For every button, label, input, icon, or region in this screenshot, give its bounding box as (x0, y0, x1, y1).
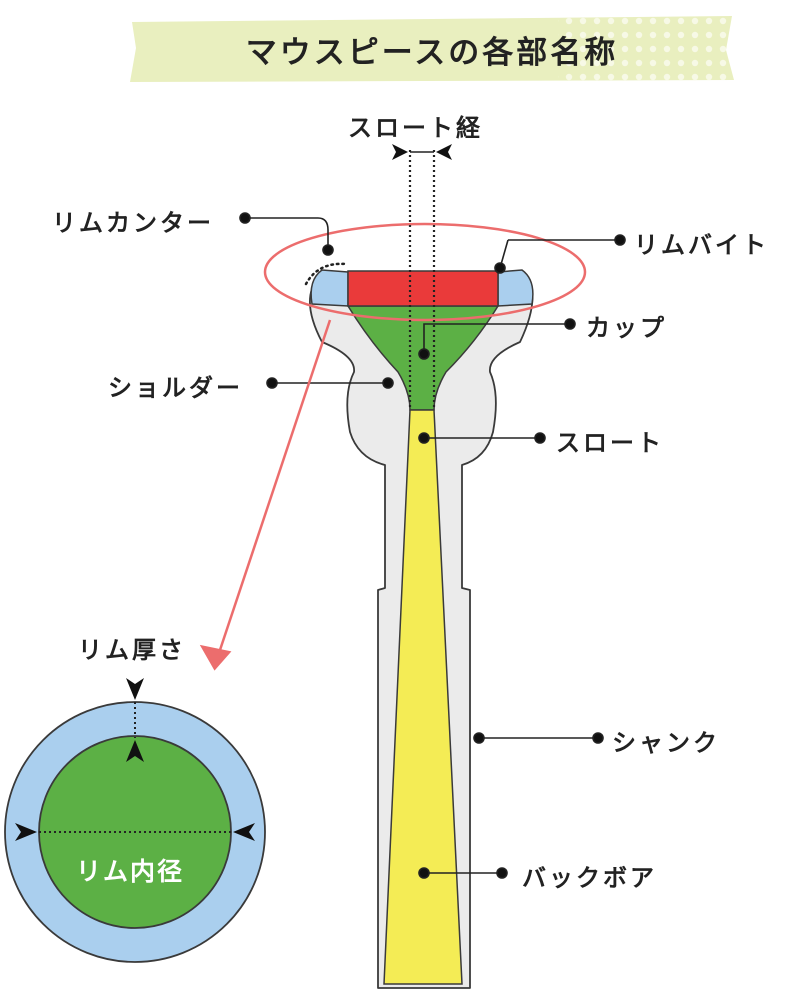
rim-highlight-ellipse (263, 222, 587, 322)
throat-arrow-right (436, 144, 452, 160)
label-shoulder: ショルダー (108, 374, 243, 402)
title-banner (130, 16, 734, 82)
rim-thickness-arrow-bottom (126, 740, 144, 762)
label-throat-diameter: スロート経 (348, 114, 483, 142)
label-throat: スロート (556, 429, 664, 457)
backbore-area (383, 409, 463, 985)
cross-section-pointer-arrow (216, 319, 332, 657)
inner-diameter-arrow-right (233, 823, 255, 841)
label-rim-inner-diameter: リム内径 (76, 857, 185, 886)
page-title: マウスピースの各部名称 (245, 34, 619, 71)
label-rim-contour: リムカンター (52, 209, 214, 237)
label-rim-thickness: リム厚さ (78, 636, 186, 664)
throat-arrow-left (392, 144, 408, 160)
inner-diameter-arrow-left (15, 823, 37, 841)
label-rim-bite: リムバイト (634, 231, 769, 259)
label-cup: カップ (586, 314, 667, 342)
label-backbore: バックボア (522, 864, 657, 892)
rim-thickness-arrow-top (126, 678, 144, 700)
rim-bite-area (347, 270, 499, 307)
rim-left (310, 269, 349, 307)
rim-right (497, 269, 534, 307)
label-shank: シャンク (612, 729, 720, 757)
rim-contour-arc (304, 262, 348, 286)
